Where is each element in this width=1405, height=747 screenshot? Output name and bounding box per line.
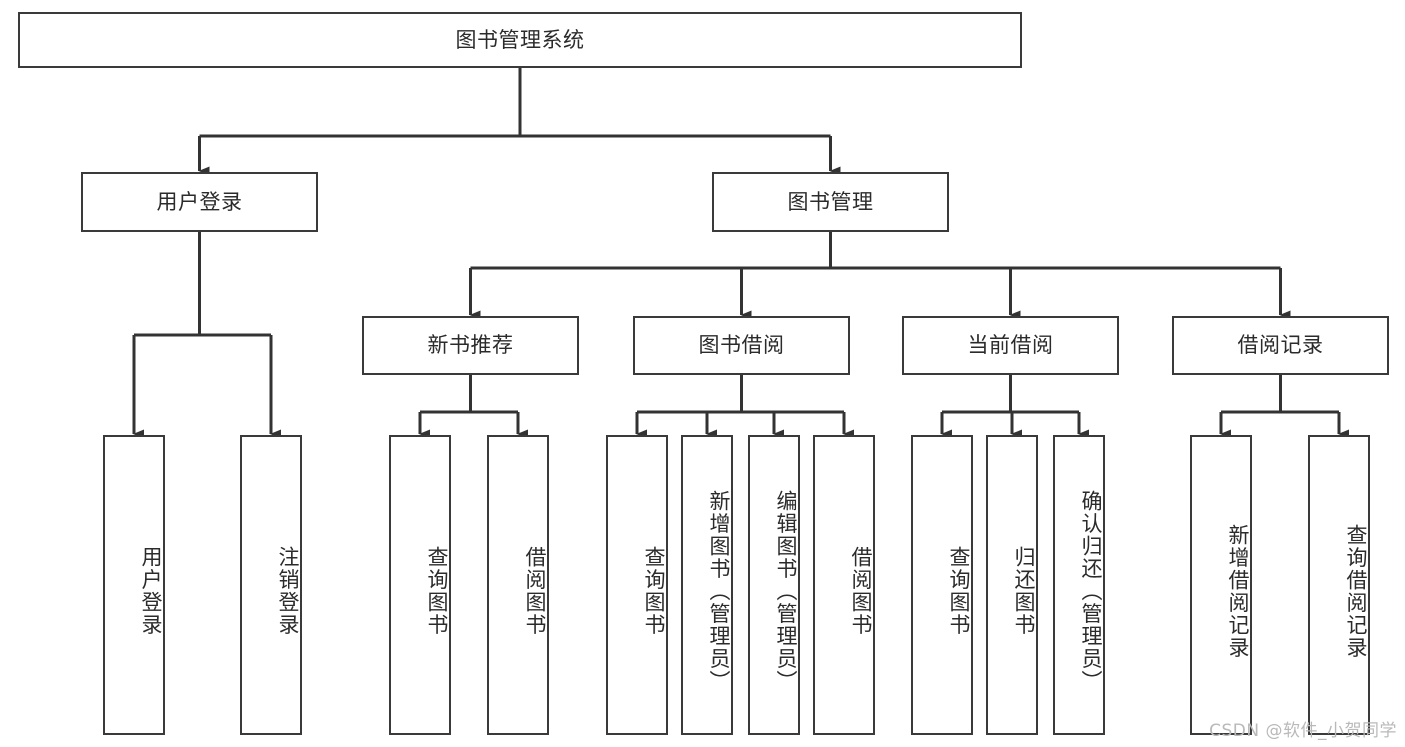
node-leaf-add-record[interactable]: 新增借阅记录 <box>1190 435 1252 735</box>
node-label: 查询借阅记录 <box>1344 523 1368 659</box>
node-user-login[interactable]: 用户登录 <box>81 172 318 232</box>
node-label: 借阅图书 <box>849 546 873 636</box>
node-leaf-logout[interactable]: 注销登录 <box>240 435 302 735</box>
node-label: 图书管理 <box>787 189 874 214</box>
node-label: 借阅记录 <box>1237 333 1324 358</box>
node-label: 查询图书 <box>425 546 449 636</box>
node-label: 查询图书 <box>947 546 971 636</box>
node-leaf-confirm-return[interactable]: 确认归还（管理员） <box>1053 435 1105 735</box>
node-leaf-borrow-book-rec[interactable]: 借阅图书 <box>487 435 549 735</box>
node-label: 确认归还（管理员） <box>1079 489 1103 693</box>
node-label: 查询图书 <box>642 546 666 636</box>
node-leaf-borrow-book-bb[interactable]: 借阅图书 <box>813 435 875 735</box>
node-label: 借阅图书 <box>523 546 547 636</box>
node-leaf-query-record[interactable]: 查询借阅记录 <box>1308 435 1370 735</box>
node-leaf-query-book-rec[interactable]: 查询图书 <box>389 435 451 735</box>
csdn-watermark: CSDN @软件_小贺同学 <box>1209 721 1397 741</box>
node-leaf-edit-book[interactable]: 编辑图书（管理员） <box>748 435 800 735</box>
node-label: 新增图书（管理员） <box>707 489 731 693</box>
node-label: 用户登录 <box>139 546 163 636</box>
node-label: 图书借阅 <box>698 333 785 358</box>
node-label: 编辑图书（管理员） <box>774 489 798 693</box>
node-label: 归还图书 <box>1012 546 1036 636</box>
node-label: 新书推荐 <box>427 333 514 358</box>
node-label: 当前借阅 <box>967 333 1054 358</box>
node-leaf-add-book[interactable]: 新增图书（管理员） <box>681 435 733 735</box>
node-borrow-record[interactable]: 借阅记录 <box>1172 316 1389 375</box>
node-leaf-query-book-cb[interactable]: 查询图书 <box>911 435 973 735</box>
node-label: 注销登录 <box>276 546 300 636</box>
node-leaf-query-book-bb[interactable]: 查询图书 <box>606 435 668 735</box>
node-leaf-return-book[interactable]: 归还图书 <box>986 435 1038 735</box>
node-new-book-rec[interactable]: 新书推荐 <box>362 316 579 375</box>
node-book-manage[interactable]: 图书管理 <box>712 172 949 232</box>
node-label: 新增借阅记录 <box>1226 523 1250 659</box>
node-current-borrow[interactable]: 当前借阅 <box>902 316 1119 375</box>
node-leaf-user-login[interactable]: 用户登录 <box>103 435 165 735</box>
node-book-borrow[interactable]: 图书借阅 <box>633 316 850 375</box>
node-label: 图书管理系统 <box>455 27 585 52</box>
node-root[interactable]: 图书管理系统 <box>18 12 1022 68</box>
node-label: 用户登录 <box>156 189 243 214</box>
